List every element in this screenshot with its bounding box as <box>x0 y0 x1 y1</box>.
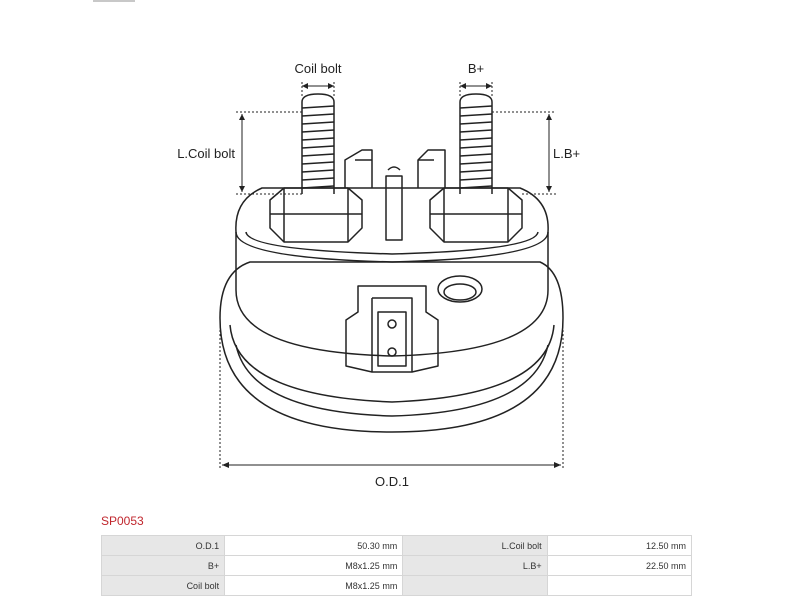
spec-value: 22.50 mm <box>546 555 693 576</box>
l-b-plus-label: L.B+ <box>553 146 580 161</box>
spec-label: Coil bolt <box>100 575 226 596</box>
spec-value: M8x1.25 mm <box>224 555 404 576</box>
specs-table: O.D.1 50.30 mm L.Coil bolt 12.50 mm B+ M… <box>100 535 693 596</box>
spec-value <box>546 575 693 596</box>
spec-value: 12.50 mm <box>546 535 693 556</box>
od1-label: O.D.1 <box>375 474 409 489</box>
b-plus-label: B+ <box>468 61 484 76</box>
spec-value: 50.30 mm <box>224 535 404 556</box>
terminal-block <box>345 285 439 373</box>
cap-body <box>235 232 549 357</box>
flange-inner-ring <box>229 324 555 403</box>
top-plate <box>235 187 549 263</box>
flange-outline <box>219 261 564 433</box>
l-coil-bolt-label: L.Coil bolt <box>177 146 235 161</box>
top-divider <box>93 0 135 2</box>
spec-label: L.B+ <box>402 555 548 576</box>
b-plus-bolt-nut <box>429 187 523 243</box>
table-row: Coil bolt M8x1.25 mm <box>100 575 693 596</box>
b-plus-bolt-stud <box>459 93 493 194</box>
spec-label <box>402 575 548 596</box>
solenoid-cap-drawing: Coil bolt B+ L.Coil bolt L.B+ O.D.1 <box>177 61 580 489</box>
spec-label: L.Coil bolt <box>402 535 548 556</box>
spec-label: O.D.1 <box>100 535 226 556</box>
table-row: B+ M8x1.25 mm L.B+ 22.50 mm <box>100 555 693 576</box>
coil-bolt-nut <box>269 187 363 243</box>
coil-bolt-label: Coil bolt <box>295 61 342 76</box>
spec-label: B+ <box>100 555 226 576</box>
table-row: O.D.1 50.30 mm L.Coil bolt 12.50 mm <box>100 535 693 556</box>
coil-bolt-stud <box>301 93 335 194</box>
center-rib <box>385 175 403 241</box>
part-code: SP0053 <box>101 514 144 528</box>
spec-value: M8x1.25 mm <box>224 575 404 596</box>
mounting-hole <box>437 275 483 303</box>
